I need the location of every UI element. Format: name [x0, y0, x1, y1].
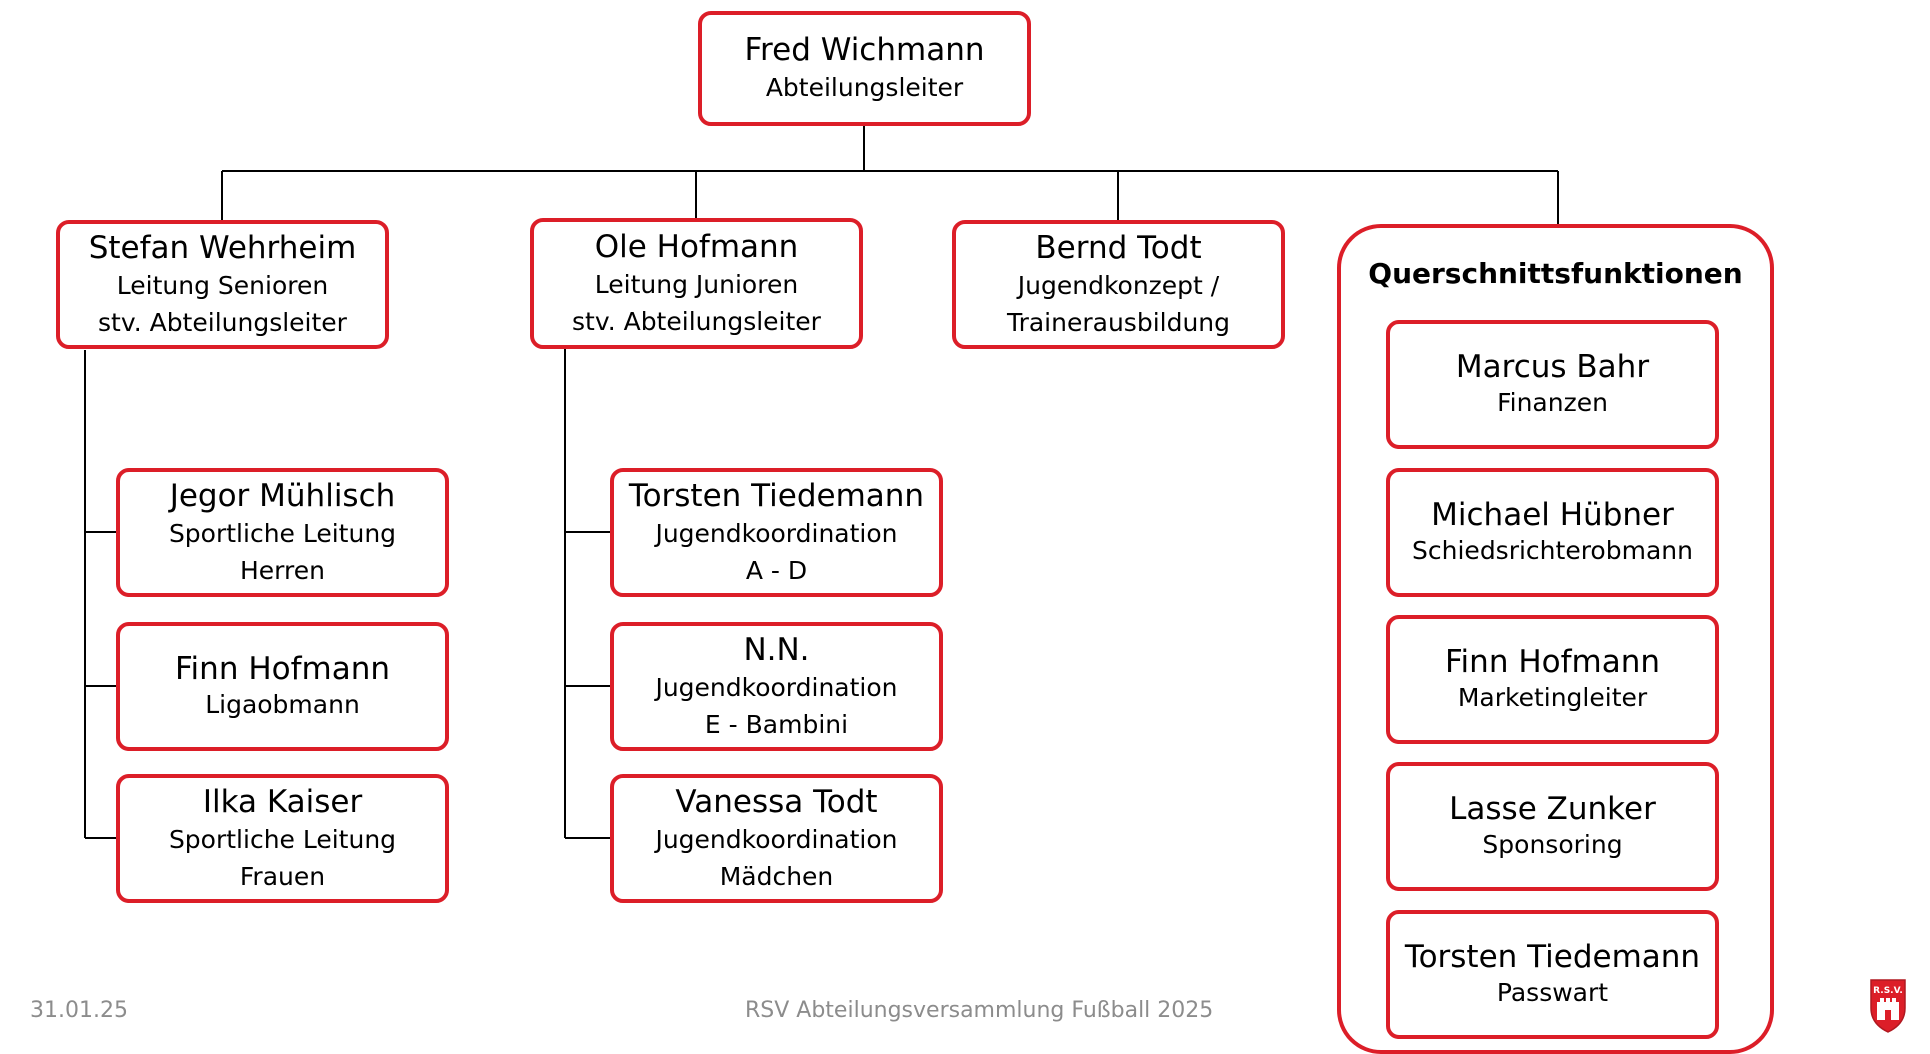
- person-name: Jegor Mühlisch: [169, 477, 396, 514]
- person-role: stv. Abteilungsleiter: [98, 307, 347, 337]
- logo-text: R.S.V.: [1873, 986, 1903, 996]
- person-name: Michael Hübner: [1431, 496, 1674, 533]
- org-box-senior-3: Ilka Kaiser Sportliche Leitung Frauen: [116, 774, 449, 903]
- org-box-junior-3: Vanessa Todt Jugendkoordination Mädchen: [610, 774, 943, 903]
- person-role: Leitung Junioren: [594, 269, 799, 299]
- org-box-cross-5: Torsten Tiedemann Passwart: [1386, 910, 1719, 1039]
- person-name: Stefan Wehrheim: [88, 229, 357, 266]
- person-role: Leitung Senioren: [116, 270, 329, 300]
- org-box-junior-1: Torsten Tiedemann Jugendkoordination A -…: [610, 468, 943, 597]
- org-box-head: Fred Wichmann Abteilungsleiter: [698, 11, 1031, 126]
- org-box-youth-concept: Bernd Todt Jugendkonzept / Trainerausbil…: [952, 220, 1285, 349]
- footer-title: RSV Abteilungsversammlung Fußball 2025: [745, 998, 1214, 1023]
- person-name: N.N.: [743, 631, 810, 668]
- person-role: Mädchen: [719, 861, 834, 891]
- person-name: Bernd Todt: [1035, 229, 1202, 266]
- person-role: Trainerausbildung: [1006, 307, 1231, 337]
- person-role: Jugendkoordination: [655, 672, 898, 702]
- person-role: Frauen: [239, 861, 326, 891]
- person-name: Marcus Bahr: [1455, 348, 1650, 385]
- cross-functions-panel: [1337, 224, 1774, 1054]
- person-name: Fred Wichmann: [744, 32, 985, 68]
- person-role: Passwart: [1496, 977, 1609, 1007]
- org-box-cross-2: Michael Hübner Schiedsrichterobmann: [1386, 468, 1719, 597]
- org-box-senior-1: Jegor Mühlisch Sportliche Leitung Herren: [116, 468, 449, 597]
- person-name: Finn Hofmann: [1444, 643, 1661, 680]
- person-role: stv. Abteilungsleiter: [572, 306, 821, 336]
- person-role: Sportliche Leitung: [168, 824, 397, 854]
- person-name: Ole Hofmann: [594, 228, 799, 265]
- person-role: Ligaobmann: [205, 689, 360, 719]
- person-role: Schiedsrichterobmann: [1412, 535, 1693, 565]
- person-role: A - D: [745, 555, 808, 585]
- person-role: Sponsoring: [1482, 829, 1623, 859]
- person-name: Finn Hofmann: [174, 650, 391, 687]
- person-role: Jugendkonzept /: [1017, 270, 1220, 300]
- cross-functions-title: Querschnittsfunktionen: [1368, 257, 1743, 290]
- org-box-senior-2: Finn Hofmann Ligaobmann: [116, 622, 449, 751]
- org-box-junior-2: N.N. Jugendkoordination E - Bambini: [610, 622, 943, 751]
- person-role: Sportliche Leitung: [168, 518, 397, 548]
- org-box-junior-lead: Ole Hofmann Leitung Junioren stv. Abteil…: [530, 218, 863, 349]
- person-name: Torsten Tiedemann: [1404, 938, 1701, 975]
- person-role: Marketingleiter: [1457, 682, 1648, 712]
- person-name: Lasse Zunker: [1449, 790, 1656, 827]
- person-role: Herren: [240, 555, 325, 585]
- club-crest-icon: R.S.V.: [1870, 979, 1906, 1033]
- person-name: Vanessa Todt: [675, 783, 878, 820]
- org-box-cross-1: Marcus Bahr Finanzen: [1386, 320, 1719, 449]
- person-role: Jugendkoordination: [655, 518, 898, 548]
- person-name: Torsten Tiedemann: [628, 477, 925, 514]
- person-role: Jugendkoordination: [655, 824, 898, 854]
- org-box-cross-3: Finn Hofmann Marketingleiter: [1386, 615, 1719, 744]
- footer-date: 31.01.25: [30, 998, 128, 1023]
- org-box-cross-4: Lasse Zunker Sponsoring: [1386, 762, 1719, 891]
- person-role: Abteilungsleiter: [765, 73, 964, 102]
- org-box-senior-lead: Stefan Wehrheim Leitung Senioren stv. Ab…: [56, 220, 389, 349]
- person-name: Ilka Kaiser: [202, 783, 363, 820]
- person-role: Finanzen: [1497, 387, 1608, 417]
- person-role: E - Bambini: [704, 709, 849, 739]
